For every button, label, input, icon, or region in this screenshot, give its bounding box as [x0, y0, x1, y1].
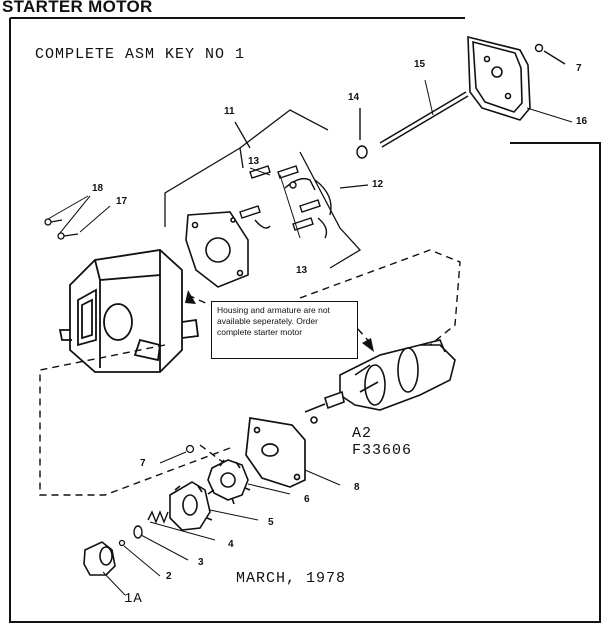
- brushes-part-13: [239, 165, 332, 239]
- end-plate-part-8: [245, 417, 341, 488]
- callout-4: 4: [228, 539, 234, 550]
- cap-part-1a: [83, 541, 126, 596]
- end-cap-part-16: [467, 35, 531, 121]
- screw-part-7-top: [534, 43, 566, 65]
- motor-housing: [58, 249, 200, 373]
- callout-16: 16: [576, 116, 588, 127]
- callout-14: 14: [348, 92, 360, 103]
- bracket-11: [164, 109, 329, 227]
- screw-part-7-mid: [159, 444, 195, 464]
- callout-5: 5: [268, 517, 274, 528]
- callout-6: 6: [304, 494, 310, 505]
- page-title: STARTER MOTOR: [2, 0, 153, 16]
- clip-part-2: [118, 539, 161, 577]
- brush-plate: [185, 211, 249, 288]
- callout-17: 17: [116, 196, 128, 207]
- callout-7-top: 7: [576, 63, 582, 74]
- gear-part-6: [207, 459, 291, 505]
- callout-8: 8: [354, 482, 360, 493]
- through-bolt-part-15: [379, 79, 469, 148]
- callout-15: 15: [414, 59, 426, 70]
- guide-arrows: [185, 290, 374, 352]
- spring-part-4: [147, 510, 216, 541]
- date-label: MARCH, 1978: [236, 570, 347, 587]
- screws-part-17-18: [44, 195, 111, 240]
- callout-13-top: 13: [248, 156, 260, 167]
- page-frame: [9, 17, 601, 623]
- armature-assembly: [304, 339, 456, 424]
- retainer-part-3: [133, 525, 189, 561]
- callout-13-bottom: 13: [296, 265, 308, 276]
- callout-7-mid: 7: [140, 458, 146, 469]
- callout-12: 12: [372, 179, 384, 190]
- callout-2: 2: [166, 571, 172, 582]
- pinion-part-5: [169, 481, 259, 531]
- callout-11: 11: [224, 106, 235, 117]
- bracket-12: [299, 151, 369, 269]
- callout-18: 18: [92, 183, 104, 194]
- washer-part-14: [356, 108, 368, 159]
- model-line-1: A2: [352, 425, 373, 442]
- assembly-subtitle: COMPLETE ASM KEY NO 1: [35, 46, 246, 63]
- callout-3: 3: [198, 557, 204, 568]
- model-line-2: F33606: [352, 442, 413, 459]
- leader-16: [526, 107, 573, 123]
- callout-1a: 1A: [124, 591, 143, 607]
- availability-note: Housing and armature are not available s…: [211, 301, 358, 359]
